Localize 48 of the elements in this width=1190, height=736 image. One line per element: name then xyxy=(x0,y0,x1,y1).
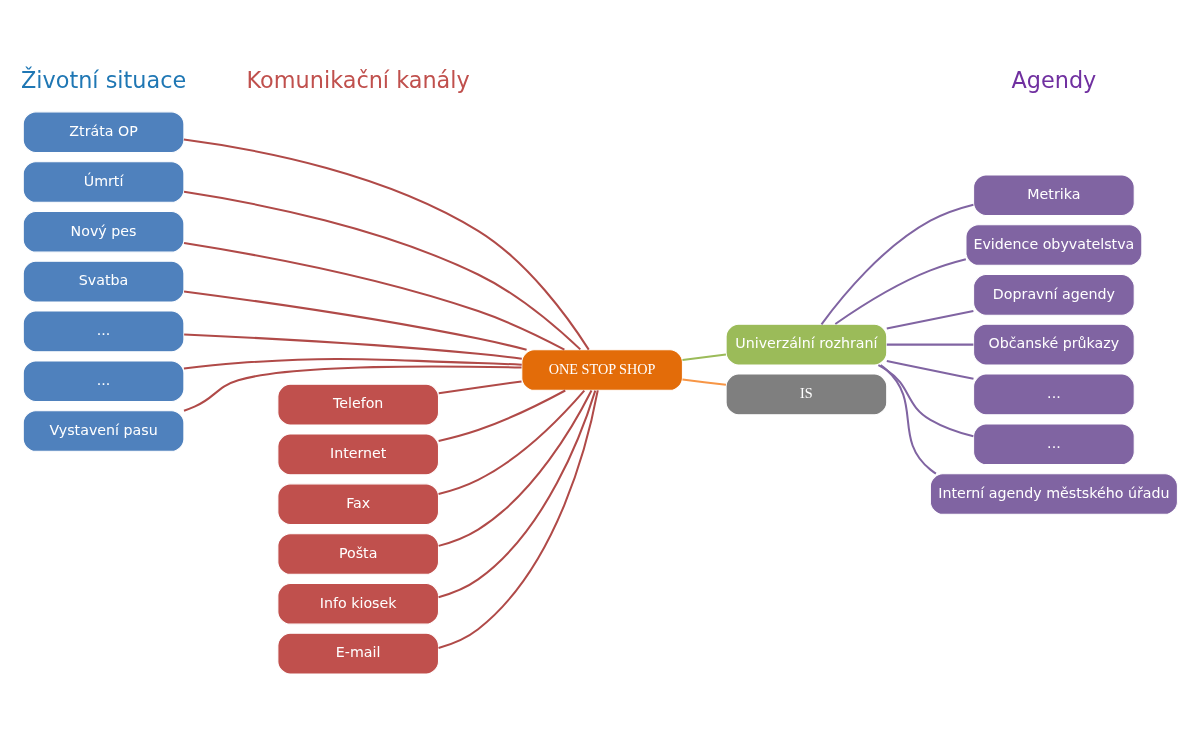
node-box: Metrika xyxy=(973,174,1135,217)
node-box: IS xyxy=(725,373,888,416)
connector xyxy=(183,357,522,370)
node-box: ... xyxy=(973,373,1135,416)
node-box: Ztráta OP xyxy=(22,111,185,154)
node-box: Dopravní agendy xyxy=(973,274,1135,316)
node-box: E-mail xyxy=(277,632,439,675)
node-box: Fax xyxy=(277,483,439,526)
connector xyxy=(183,242,565,351)
node-box: Vystavení pasu xyxy=(22,410,185,452)
node-box: Svatba xyxy=(22,260,185,303)
node-box: Pošta xyxy=(277,533,439,575)
connector xyxy=(438,389,586,495)
connector xyxy=(183,290,527,351)
connector xyxy=(886,309,974,330)
connector xyxy=(834,258,967,325)
connector xyxy=(886,360,974,380)
node-box: Nový pes xyxy=(22,210,185,253)
connector xyxy=(879,364,937,475)
connector xyxy=(438,390,599,649)
label: Životní situace xyxy=(20,67,187,94)
connector xyxy=(886,343,974,346)
node-box: Univerzální rozhraní xyxy=(725,323,888,366)
connector xyxy=(438,380,522,395)
node-box: ... xyxy=(973,423,1135,466)
node-box: Internet xyxy=(277,433,439,476)
connector xyxy=(183,190,581,351)
label: Agendy xyxy=(1011,67,1097,94)
connector xyxy=(438,390,593,547)
node-box: ONE STOP SHOP xyxy=(521,349,683,391)
connector xyxy=(682,353,727,362)
node-box: ... xyxy=(22,360,185,403)
connector xyxy=(183,138,590,351)
node-box: Telefon xyxy=(277,383,439,426)
connector xyxy=(438,389,566,442)
node-box: ... xyxy=(22,310,185,353)
node-box: Evidence obyvatelstva xyxy=(965,224,1143,266)
connector xyxy=(877,364,974,438)
connector xyxy=(184,333,522,360)
node-box: Interní agendy městského úřadu xyxy=(929,473,1178,515)
node-box: Info kiosek xyxy=(277,582,439,625)
connector xyxy=(820,203,974,325)
label: Komunikační kanály xyxy=(246,67,470,94)
connector xyxy=(183,365,522,412)
node-box: Občanské průkazy xyxy=(973,323,1135,366)
connector xyxy=(682,378,727,386)
connector xyxy=(438,390,597,599)
node-box: Úmrtí xyxy=(22,161,185,203)
